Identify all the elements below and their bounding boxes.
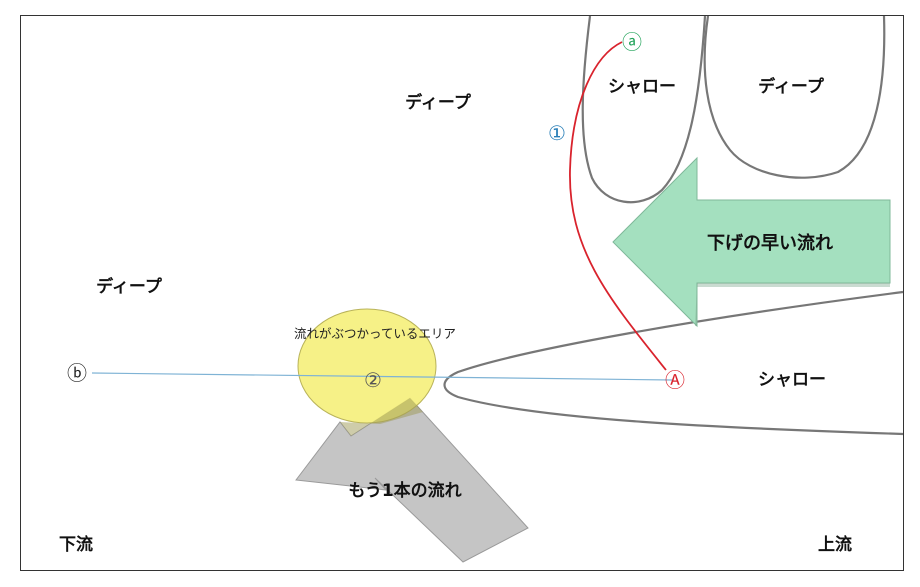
marker-a: ⓐ xyxy=(622,30,642,54)
marker-b: ⓑ xyxy=(67,361,87,385)
collision-area-ellipse xyxy=(297,308,437,424)
marker-two: ② xyxy=(364,368,382,392)
deep-right-outline xyxy=(703,15,886,179)
marker-one: ① xyxy=(548,121,566,145)
route-line-blue xyxy=(91,372,673,381)
label-downstream: 下流 xyxy=(59,534,93,555)
label-shallow-right: シャロー xyxy=(758,370,826,390)
label-deep-left: ディープ xyxy=(96,276,163,297)
label-shallow-top: シャロー xyxy=(608,77,676,97)
label-other-current: もう1本の流れ xyxy=(348,480,461,501)
marker-A: Ⓐ xyxy=(665,368,685,392)
label-deep-center: ディープ xyxy=(405,92,472,113)
label-fast-current: 下げの早い流れ xyxy=(707,232,833,254)
route-line-red xyxy=(569,41,667,371)
label-upstream: 上流 xyxy=(818,534,852,555)
other-current-arrow xyxy=(295,397,529,563)
overlap-shade xyxy=(340,398,423,436)
label-collision-area: 流れがぶつかっているエリア xyxy=(294,326,456,341)
fast-current-arrow xyxy=(612,156,891,328)
fast-current-arrow-shadow xyxy=(695,283,890,326)
label-deep-right: ディープ xyxy=(758,76,825,97)
shallow-top-outline xyxy=(581,15,707,204)
shallow-right-outline xyxy=(443,290,904,436)
